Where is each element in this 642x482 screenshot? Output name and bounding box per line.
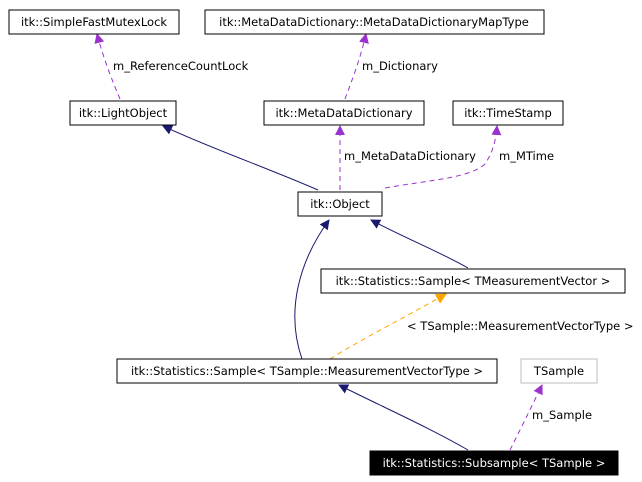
node-light-object[interactable]: itk::LightObject xyxy=(69,100,177,126)
edge-label-meta-data-dictionary: m_MetaDataDictionary xyxy=(344,149,476,163)
node-label-simple-fast-mutex-lock: itk::SimpleFastMutexLock xyxy=(21,15,167,29)
edge-dictionary xyxy=(344,33,369,100)
node-sample-tmeasurementvector[interactable]: itk::Statistics::Sample< TMeasurementVec… xyxy=(320,268,626,294)
edge-template-binding xyxy=(329,293,447,360)
node-meta-data-dictionary-map-type[interactable]: itk::MetaDataDictionary::MetaDataDiction… xyxy=(204,9,545,35)
edge-object-inherits-lightobject xyxy=(162,125,319,191)
node-label-light-object: itk::LightObject xyxy=(79,106,168,120)
node-subsample[interactable]: itk::Statistics::Subsample< TSample > xyxy=(369,450,619,476)
edge-sample-mvt-inherits-object xyxy=(294,219,330,360)
edge-subsample-inherits-sample xyxy=(338,384,469,451)
node-label-sample-tmeasurementvector: itk::Statistics::Sample< TMeasurementVec… xyxy=(336,274,611,288)
node-object[interactable]: itk::Object xyxy=(297,191,383,217)
edge-sample-inherits-object xyxy=(370,219,469,269)
edge-sample xyxy=(509,384,543,451)
node-label-object: itk::Object xyxy=(310,197,370,211)
edge-label-mtime: m_MTime xyxy=(499,149,554,163)
node-time-stamp[interactable]: itk::TimeStamp xyxy=(452,100,564,126)
node-label-tsample: TSample xyxy=(533,364,584,378)
node-label-subsample: itk::Statistics::Subsample< TSample > xyxy=(383,456,606,470)
node-sample-tsample-measurementvectortype[interactable]: itk::Statistics::Sample< TSample::Measur… xyxy=(116,358,498,384)
node-label-meta-data-dictionary-map-type: itk::MetaDataDictionary::MetaDataDiction… xyxy=(219,15,529,29)
node-simple-fast-mutex-lock[interactable]: itk::SimpleFastMutexLock xyxy=(8,9,180,35)
node-tsample[interactable]: TSample xyxy=(520,358,598,384)
node-label-sample-tsample-measurementvectortype: itk::Statistics::Sample< TSample::Measur… xyxy=(131,364,483,378)
edge-label-sample: m_Sample xyxy=(532,408,592,422)
node-meta-data-dictionary[interactable]: itk::MetaDataDictionary xyxy=(263,100,425,126)
node-label-time-stamp: itk::TimeStamp xyxy=(464,106,552,120)
edge-label-template-binding: < TSample::MeasurementVectorType > xyxy=(407,319,634,333)
edge-mtime xyxy=(384,125,502,189)
node-label-meta-data-dictionary: itk::MetaDataDictionary xyxy=(275,106,412,120)
edge-label-reference-count-lock: m_ReferenceCountLock xyxy=(113,59,249,73)
edge-label-dictionary: m_Dictionary xyxy=(362,59,438,73)
